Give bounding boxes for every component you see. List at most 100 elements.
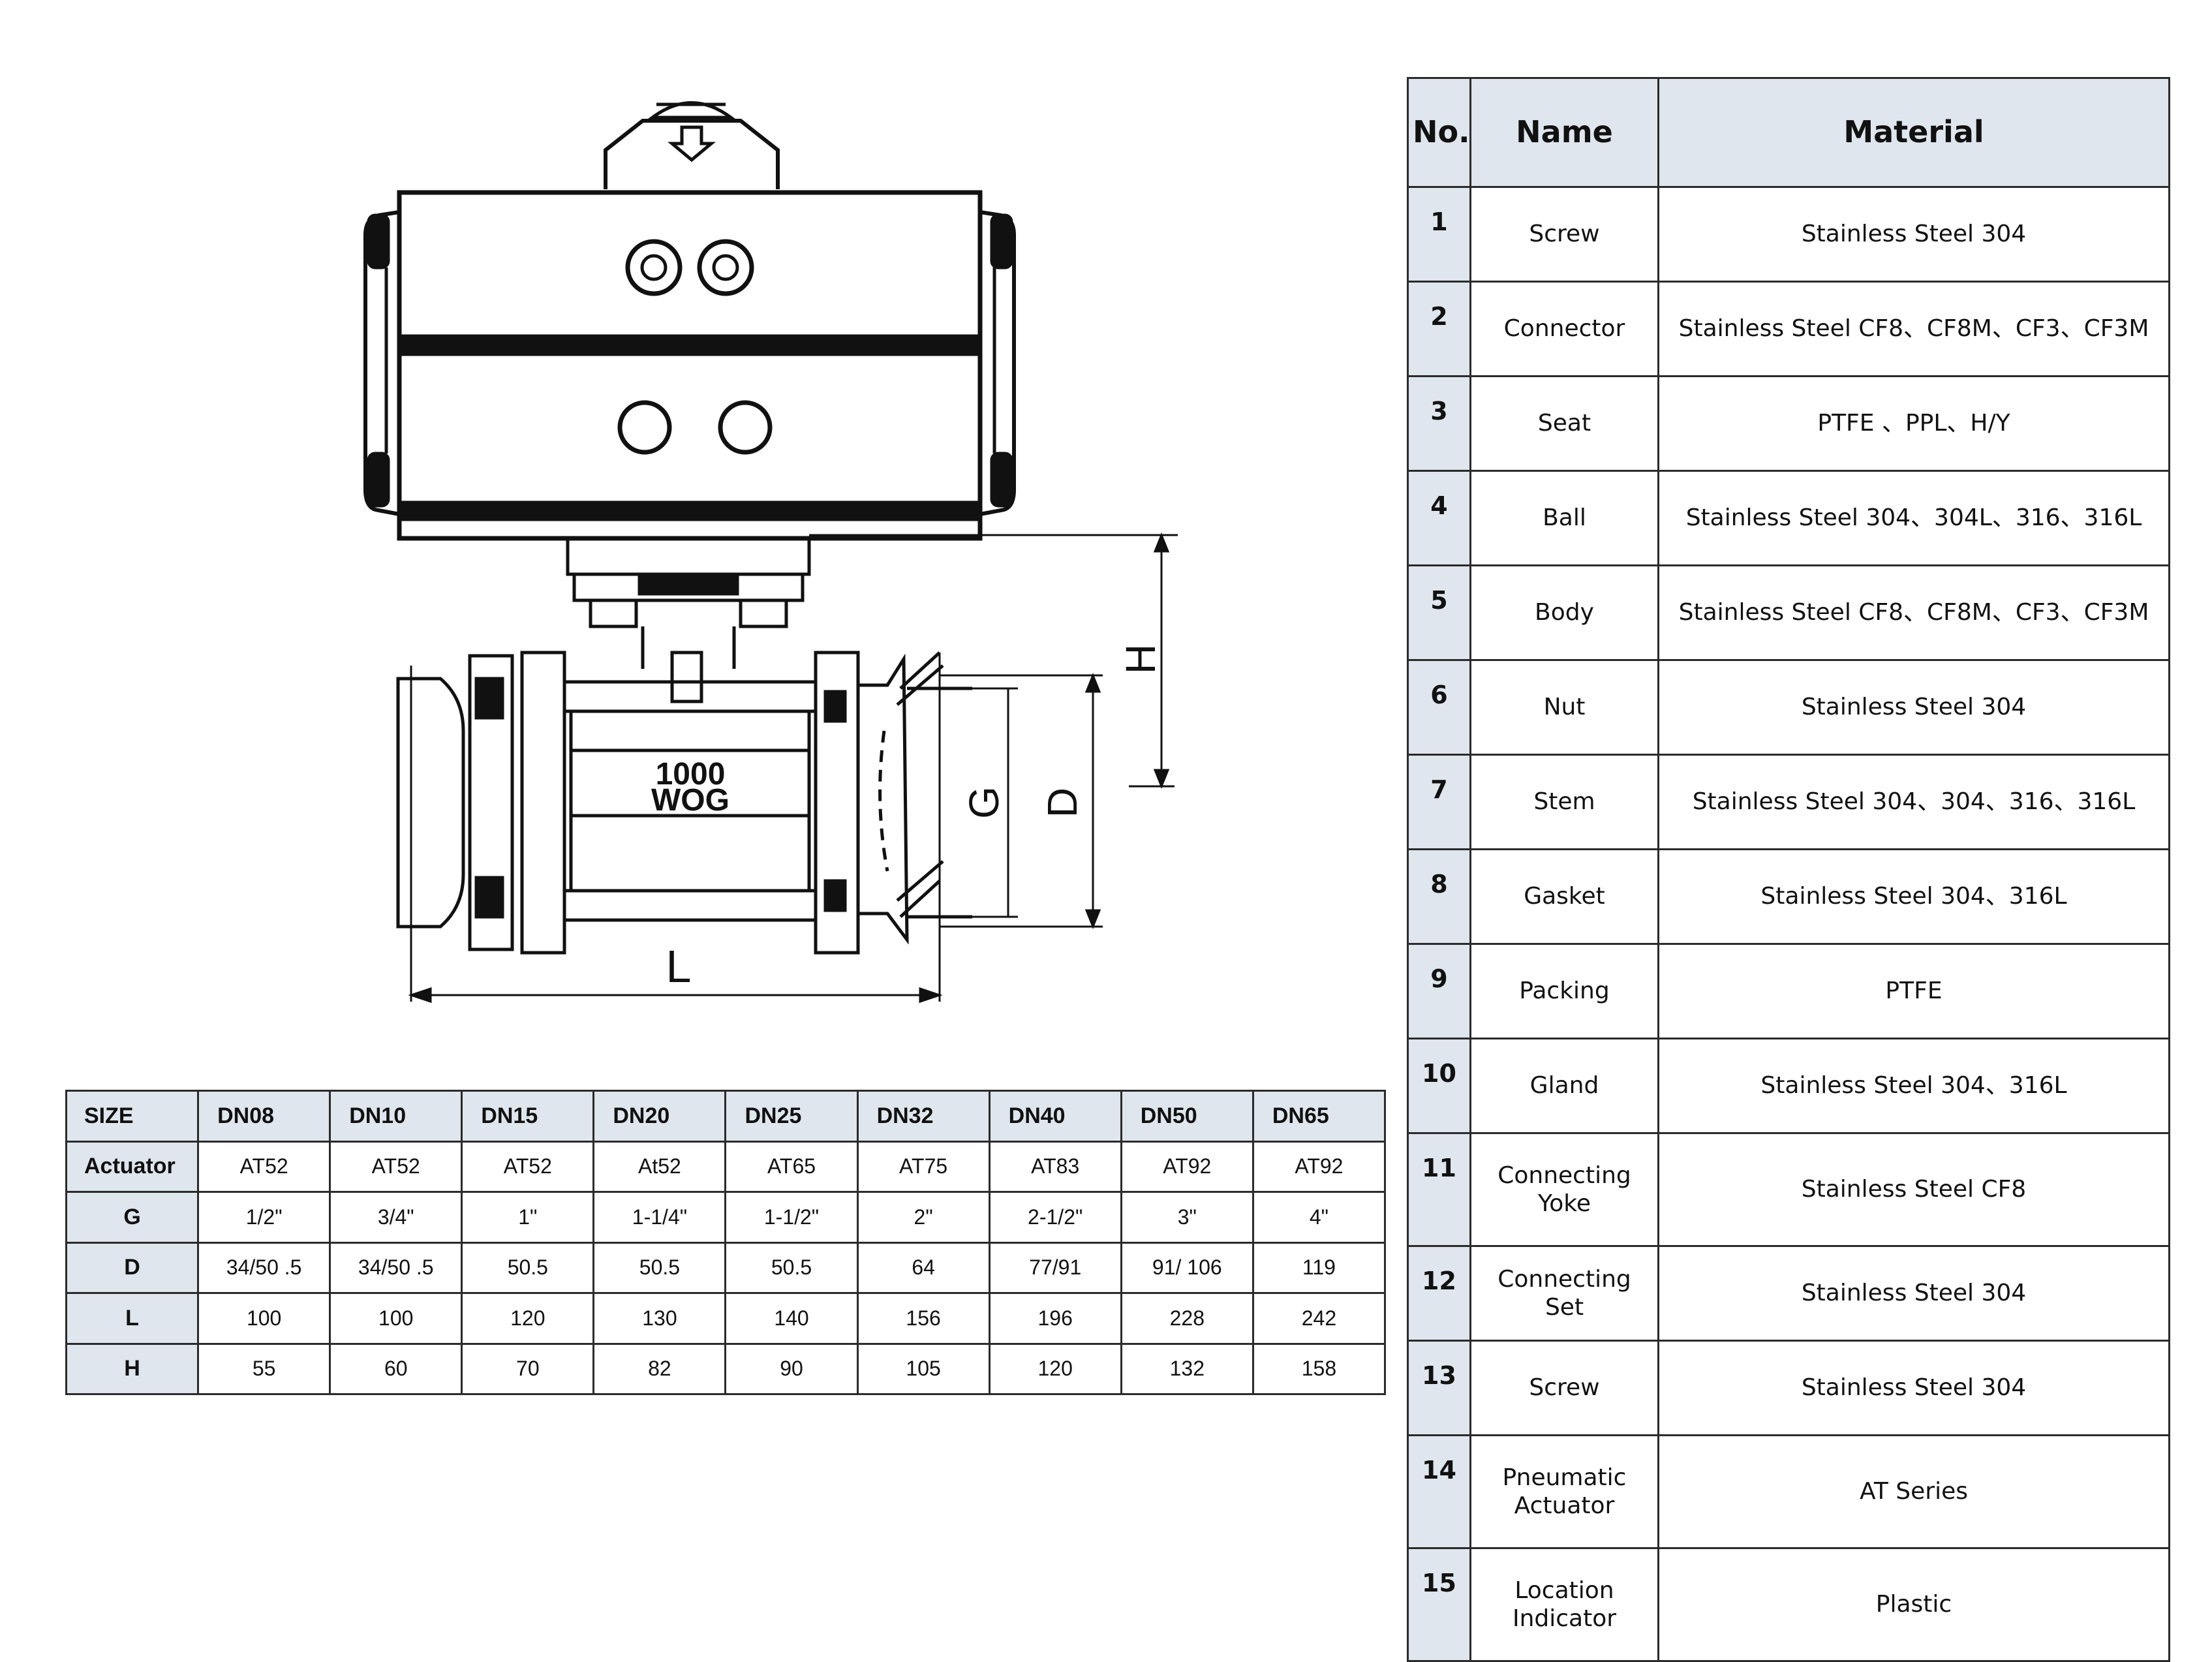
size-cell: AT83 <box>988 1140 1122 1193</box>
valve-body <box>396 651 972 955</box>
part-material: AT Series <box>1657 1434 2170 1549</box>
part-name: Nut <box>1469 659 1659 756</box>
size-cell: 196 <box>988 1292 1122 1345</box>
size-cell: 34/50 .5 <box>329 1241 463 1294</box>
part-material: Stainless Steel 304 <box>1657 1340 2170 1436</box>
size-cell: AT52 <box>329 1140 463 1193</box>
size-cell: AT52 <box>461 1140 595 1193</box>
size-row-label: G <box>65 1191 200 1244</box>
parts-header-no: No. <box>1407 77 1471 188</box>
size-row-label: H <box>65 1342 200 1395</box>
size-cell: At52 <box>592 1140 727 1193</box>
part-number: 7 <box>1407 754 1471 850</box>
dimension-G-label: G <box>960 786 1007 819</box>
size-cell: 105 <box>856 1342 991 1395</box>
parts-header-material: Material <box>1657 77 2170 188</box>
valve-rating-label: WOG <box>651 783 730 818</box>
size-cell: 3" <box>1120 1191 1254 1244</box>
size-cell: 1/2" <box>197 1191 331 1244</box>
size-cell: 228 <box>1120 1292 1254 1345</box>
parts-material-table: No. Name Material 1 Screw Stainless Stee… <box>1407 77 2170 1662</box>
size-cell: 132 <box>1120 1342 1254 1395</box>
size-header-cell: DN10 <box>329 1090 463 1143</box>
size-table-row: H 55 60 70 82 90 105 120 132 158 <box>65 1342 1387 1395</box>
part-number: 5 <box>1407 564 1471 661</box>
size-cell: 156 <box>856 1292 991 1345</box>
size-cell: 140 <box>724 1292 859 1345</box>
size-cell: AT75 <box>856 1140 991 1193</box>
part-material: Plastic <box>1657 1547 2170 1662</box>
parts-table-row: 3 Seat PTFE 、PPL、H/Y <box>1407 375 2170 472</box>
size-cell: AT65 <box>724 1140 859 1193</box>
part-name: Connecting Yoke <box>1469 1132 1659 1247</box>
part-name: Stem <box>1469 754 1659 850</box>
valve-drawing: 1000 WOG L G D H <box>313 78 1214 1018</box>
parts-table-row: 11 Connecting Yoke Stainless Steel CF8 <box>1407 1132 2170 1247</box>
part-material: Stainless Steel 304 <box>1657 659 2170 756</box>
size-header-cell: DN50 <box>1120 1090 1254 1143</box>
part-number: 3 <box>1407 375 1471 472</box>
size-table-row: D 34/50 .5 34/50 .5 50.5 50.5 50.5 64 77… <box>65 1241 1387 1294</box>
part-number: 12 <box>1407 1245 1471 1342</box>
dimension-L-label: L <box>666 941 692 992</box>
size-cell: 100 <box>329 1292 463 1345</box>
size-header-cell: SIZE <box>65 1090 200 1143</box>
size-cell: 91/ 106 <box>1120 1241 1254 1294</box>
part-material: Stainless Steel 304、304L、316、316L <box>1657 470 2170 566</box>
size-cell: 64 <box>856 1241 991 1294</box>
part-name: Gasket <box>1469 848 1659 945</box>
part-number: 13 <box>1407 1340 1471 1436</box>
parts-table-row: 10 Gland Stainless Steel 304、316L <box>1407 1038 2170 1134</box>
size-cell: 55 <box>197 1342 331 1395</box>
part-name: Location Indicator <box>1469 1547 1659 1662</box>
size-row-label: L <box>65 1292 200 1345</box>
size-cell: 50.5 <box>592 1241 727 1294</box>
size-header-cell: DN15 <box>461 1090 595 1143</box>
part-material: Stainless Steel CF8 <box>1657 1132 2170 1247</box>
part-number: 14 <box>1407 1434 1471 1549</box>
position-indicator <box>604 101 780 189</box>
size-cell: AT92 <box>1252 1140 1387 1193</box>
part-name: Body <box>1469 564 1659 661</box>
size-cell: 120 <box>988 1342 1122 1395</box>
size-cell: AT52 <box>197 1140 331 1193</box>
part-name: Pneumatic Actuator <box>1469 1434 1659 1549</box>
parts-table-row: 4 Ball Stainless Steel 304、304L、316、316L <box>1407 470 2170 566</box>
size-table-row: L 100 100 120 130 140 156 196 228 242 <box>65 1292 1387 1345</box>
size-dimension-table: SIZE DN08 DN10 DN15 DN20 DN25 DN32 DN40 … <box>65 1090 1387 1395</box>
part-material: Stainless Steel 304、316L <box>1657 1038 2170 1134</box>
parts-table-row: 15 Location Indicator Plastic <box>1407 1547 2170 1662</box>
parts-header-name: Name <box>1469 77 1659 188</box>
size-cell: 3/4" <box>329 1191 463 1244</box>
part-name: Gland <box>1469 1038 1659 1134</box>
parts-table-row: 8 Gasket Stainless Steel 304、316L <box>1407 848 2170 945</box>
part-material: Stainless Steel 304 <box>1657 186 2170 283</box>
size-table-row: Actuator AT52 AT52 AT52 At52 AT65 AT75 A… <box>65 1140 1387 1193</box>
part-number: 9 <box>1407 943 1471 1039</box>
size-header-cell: DN20 <box>592 1090 727 1143</box>
part-material: Stainless Steel 304、304、316、316L <box>1657 754 2170 850</box>
size-cell: 4" <box>1252 1191 1387 1244</box>
part-number: 8 <box>1407 848 1471 945</box>
dimension-D-label: D <box>1039 788 1086 818</box>
part-name: Screw <box>1469 186 1659 283</box>
actuator-body <box>363 190 1016 541</box>
size-cell: 100 <box>197 1292 331 1345</box>
size-header-cell: DN65 <box>1252 1090 1387 1143</box>
size-cell: 60 <box>329 1342 463 1395</box>
part-number: 6 <box>1407 659 1471 756</box>
part-number: 1 <box>1407 186 1471 283</box>
parts-table-row: 2 Connector Stainless Steel CF8、CF8M、CF3… <box>1407 281 2170 377</box>
parts-table-row: 7 Stem Stainless Steel 304、304、316、316L <box>1407 754 2170 850</box>
size-cell: 158 <box>1252 1342 1387 1395</box>
size-cell: 90 <box>724 1342 859 1395</box>
part-material: PTFE 、PPL、H/Y <box>1657 375 2170 472</box>
size-header-cell: DN25 <box>724 1090 859 1143</box>
size-row-label: D <box>65 1241 200 1294</box>
parts-table-row: 12 Connecting Set Stainless Steel 304 <box>1407 1245 2170 1342</box>
parts-table-row: 6 Nut Stainless Steel 304 <box>1407 659 2170 756</box>
valve-pressure-label: 1000 <box>656 757 726 792</box>
size-cell: 1-1/4" <box>592 1191 727 1244</box>
size-cell: 2-1/2" <box>988 1191 1122 1244</box>
part-number: 2 <box>1407 281 1471 377</box>
